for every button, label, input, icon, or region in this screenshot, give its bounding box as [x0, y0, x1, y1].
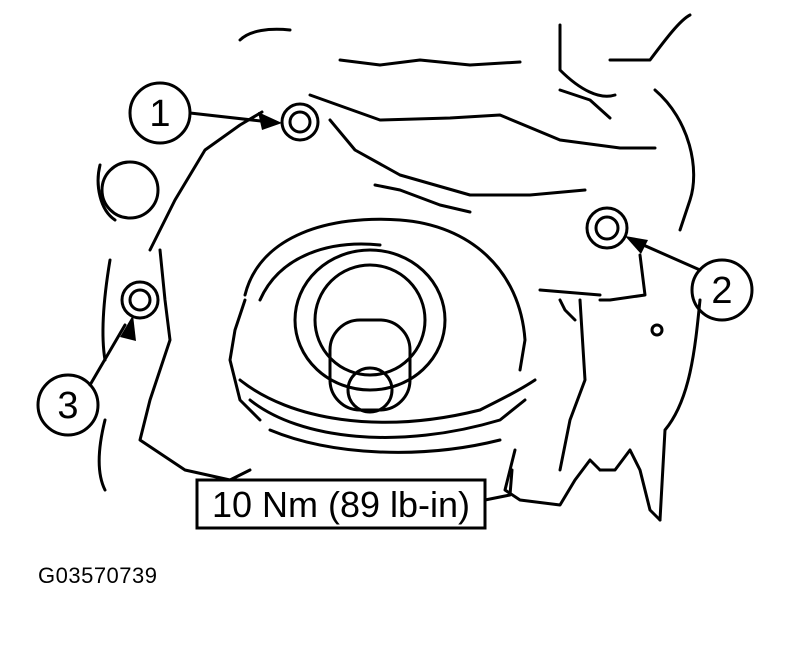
housing-right-upper — [653, 88, 696, 232]
crank-seal-inner — [313, 263, 427, 377]
callout-2-circle — [690, 258, 754, 322]
figure-id: G03570739 — [38, 563, 158, 588]
idler-pulley — [100, 160, 160, 220]
torque-spec-label: 10 Nm (89 lb-in) — [212, 484, 470, 525]
torque-spec-box — [195, 478, 487, 530]
bolt-2-head — [594, 215, 620, 241]
housing-mid-line — [538, 288, 602, 297]
cover-lobe-outer — [243, 217, 527, 372]
housing-left-lower — [138, 248, 252, 482]
crank-seal-outer — [293, 248, 447, 392]
callout-3-circle — [36, 373, 100, 437]
arrow-1-head — [258, 112, 282, 130]
torque-leader — [483, 468, 514, 502]
housing-right-inner — [598, 253, 647, 302]
housing-left-bottom — [97, 418, 107, 492]
bolt-1-head — [288, 110, 312, 134]
housing-hatch-line — [373, 183, 472, 214]
cover-sweep — [238, 378, 537, 424]
bolt-3 — [120, 280, 160, 320]
leader-1 — [188, 111, 272, 124]
housing-upper-right — [558, 23, 617, 98]
housing-outline — [148, 110, 264, 252]
bolt-3-head — [128, 288, 152, 312]
arrow-2-head — [625, 236, 648, 254]
crank-hub — [328, 318, 412, 412]
housing-lower-right-2 — [558, 298, 587, 472]
housing-lower-right — [503, 448, 602, 507]
cover-lobe-left — [228, 298, 262, 422]
upper-left-line — [338, 58, 522, 67]
arrow-3-head — [120, 315, 136, 341]
bolt-1 — [280, 102, 320, 142]
housing-lower-far-right — [598, 448, 662, 522]
cover-lobe-inner — [258, 242, 382, 302]
crank-bolt — [346, 366, 394, 414]
cover-sweep-2 — [248, 398, 527, 439]
small-screw — [650, 323, 664, 337]
upper-left-curve — [238, 27, 292, 42]
callout-3-label: 3 — [57, 385, 78, 427]
idler-pulley-detail — [96, 163, 117, 222]
upper-right-tick — [558, 88, 612, 120]
callout-2-label: 2 — [711, 270, 732, 312]
housing-mid-line-2 — [558, 298, 577, 322]
housing-outline-upper — [328, 118, 587, 197]
bolt-2 — [585, 206, 629, 250]
cover-sweep-3 — [268, 428, 502, 454]
housing-top-edge — [308, 93, 657, 150]
housing-right-top — [608, 13, 692, 62]
leader-3 — [88, 323, 127, 387]
callout-1-label: 1 — [149, 93, 170, 135]
housing-left-edge — [101, 258, 112, 362]
housing-right-edge — [658, 298, 702, 522]
